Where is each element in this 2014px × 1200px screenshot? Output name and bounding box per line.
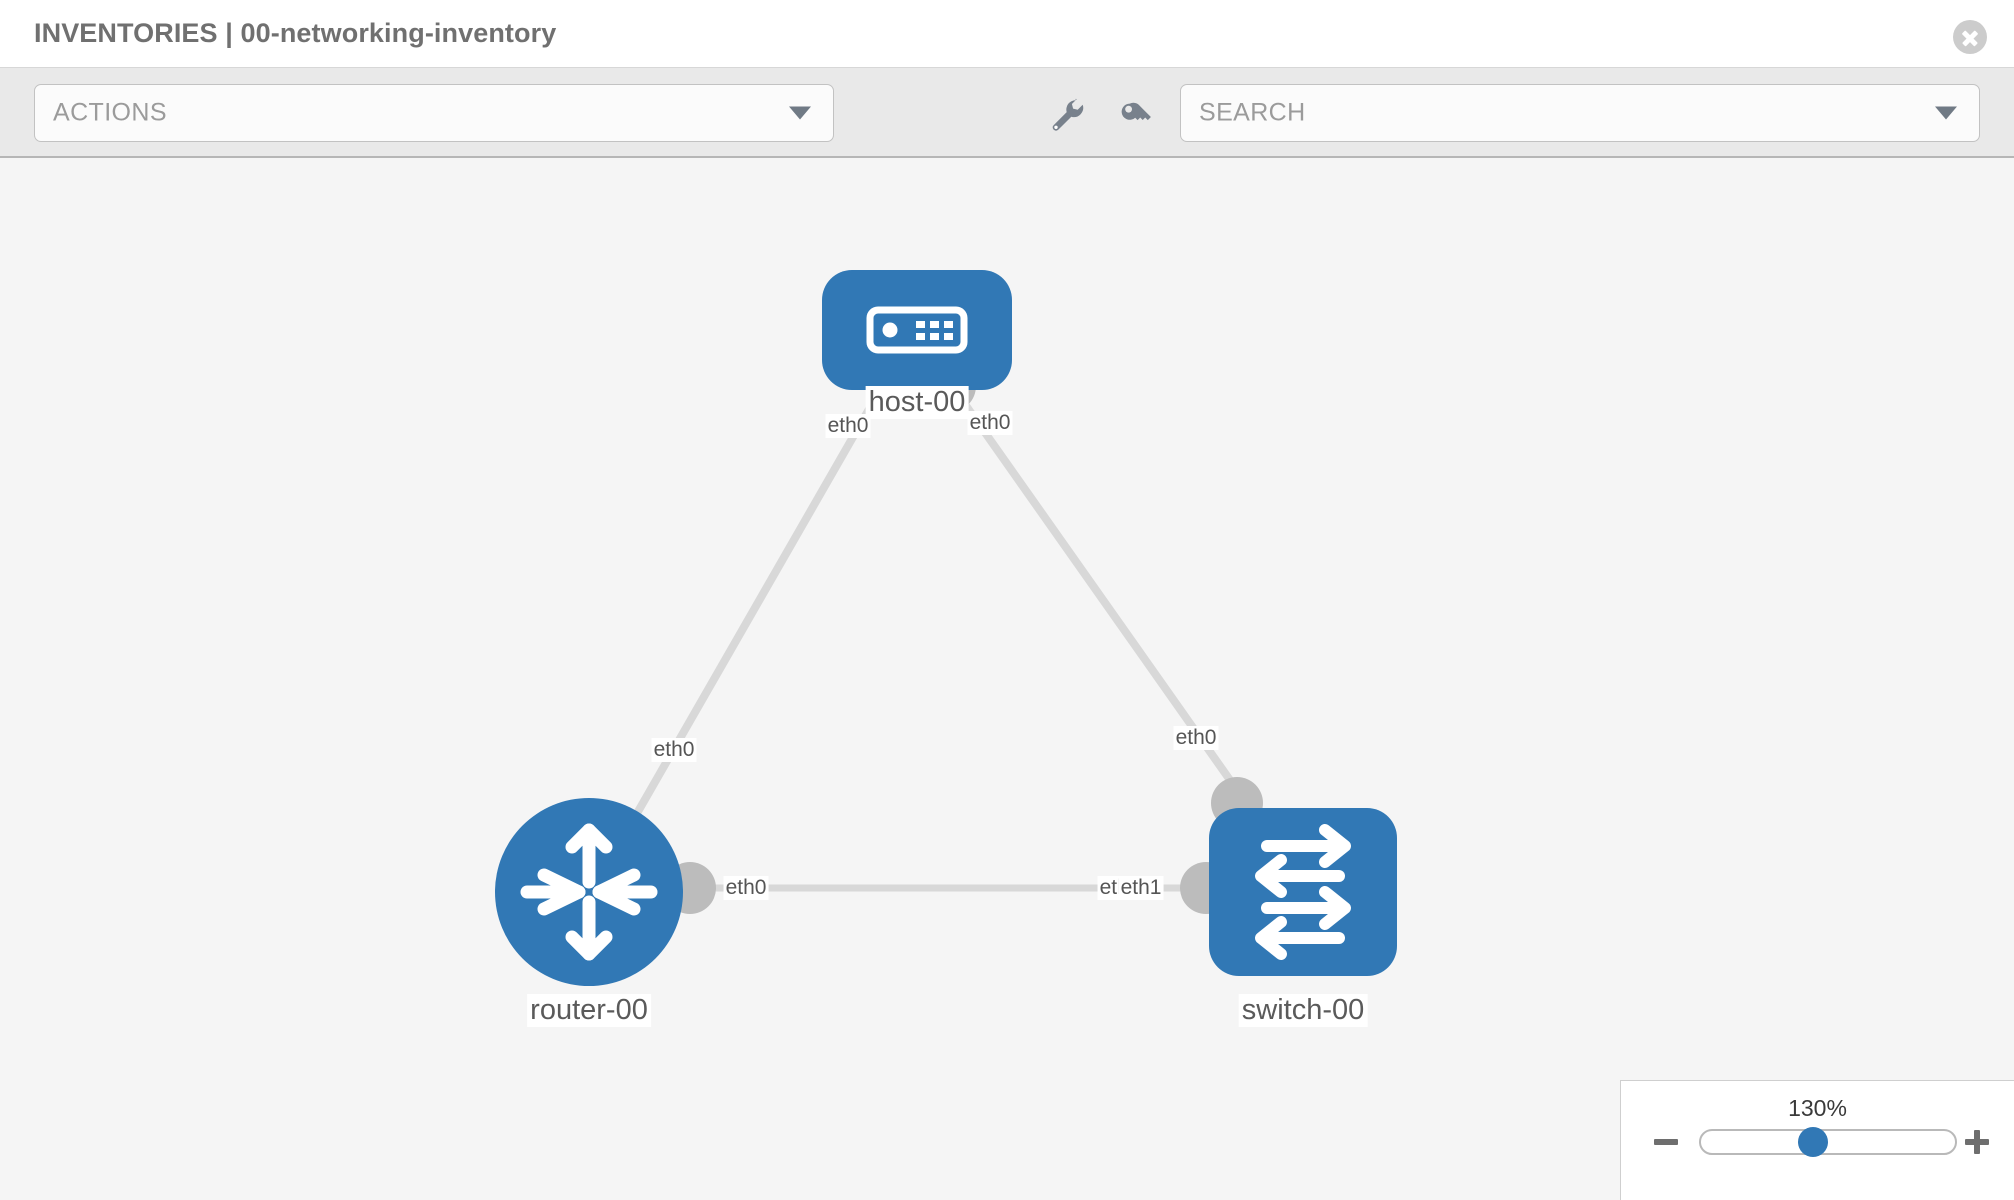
iface-label: eth0 xyxy=(1173,726,1219,750)
zoom-slider[interactable] xyxy=(1699,1127,1957,1157)
page-title: INVENTORIES | 00-networking-inventory xyxy=(34,18,557,48)
zoom-in-button[interactable] xyxy=(1962,1127,1992,1157)
actions-dropdown[interactable]: ACTIONS xyxy=(34,84,834,142)
topology-endpoints xyxy=(664,360,1263,914)
wrench-icon[interactable] xyxy=(1048,96,1086,134)
chevron-down-icon xyxy=(789,106,811,120)
node-switch-00 xyxy=(1209,808,1397,976)
key-icon[interactable] xyxy=(1116,96,1154,134)
topology-edges xyxy=(620,386,1272,892)
iface-label: eth0 xyxy=(825,414,871,438)
router-arrows-icon xyxy=(520,823,658,961)
page-header: INVENTORIES | 00-networking-inventory xyxy=(0,0,2014,68)
topology-graph xyxy=(495,270,1397,986)
node-label-router-00: router-00 xyxy=(527,994,651,1027)
node-label-switch-00: switch-00 xyxy=(1238,994,1368,1027)
edge-host00-switch00 xyxy=(951,386,1272,838)
node-label-host-00: host-00 xyxy=(865,386,969,419)
edge-host00-router00 xyxy=(620,386,884,840)
node-router-00 xyxy=(495,798,683,986)
zoom-level-value: 130% xyxy=(1788,1095,1847,1121)
chevron-down-icon xyxy=(1935,106,1957,120)
iface-label: eth0 xyxy=(723,876,769,900)
search-input[interactable]: SEARCH xyxy=(1180,84,1980,142)
node-host-00 xyxy=(822,270,1012,390)
server-icon xyxy=(866,306,968,354)
switch-arrows-icon xyxy=(1255,824,1351,960)
search-placeholder: SEARCH xyxy=(1199,98,1306,127)
zoom-out-button[interactable] xyxy=(1651,1127,1681,1157)
toolbar: ACTIONS SEARCH xyxy=(0,68,2014,158)
iface-label: eth0 xyxy=(967,411,1013,435)
zoom-control-panel: 130% xyxy=(1620,1080,2014,1200)
actions-dropdown-label: ACTIONS xyxy=(53,98,167,127)
topology-canvas[interactable]: eth0 eth0 eth0 eth0 eth0 eth0 eth1 host-… xyxy=(0,158,2014,1200)
zoom-slider-thumb[interactable] xyxy=(1797,1127,1828,1157)
iface-label: eth0 xyxy=(651,738,697,762)
close-icon[interactable] xyxy=(1953,20,1987,54)
iface-label: eth1 xyxy=(1118,876,1164,900)
